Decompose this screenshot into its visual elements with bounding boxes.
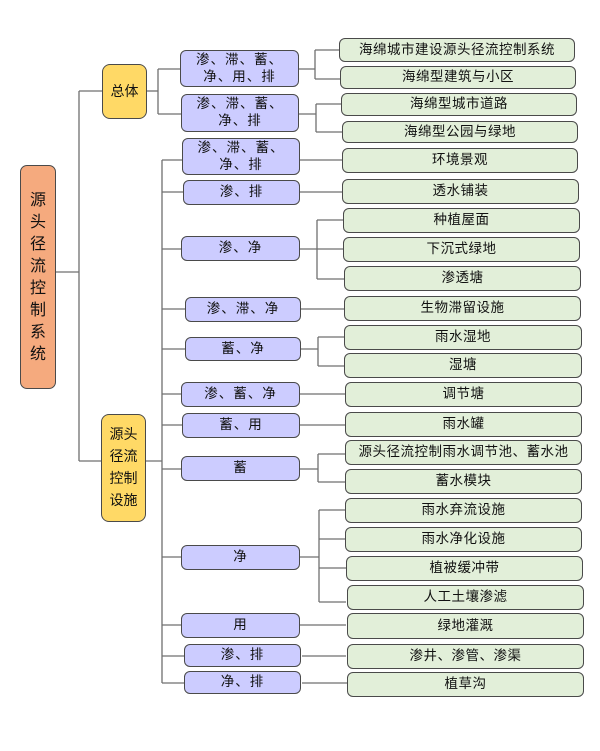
function-label: 渗、蓄、净 xyxy=(204,386,277,402)
group-overall: 总体 xyxy=(102,64,147,119)
facility-label: 雨水弃流设施 xyxy=(421,502,506,518)
facility-label: 海绵城市建设源头径流控制系统 xyxy=(359,41,555,58)
facility-node: 海绵型公园与绿地 xyxy=(342,121,578,143)
facility-node: 海绵型建筑与小区 xyxy=(340,66,576,89)
function-label: 渗、滞、蓄、净、用、排 xyxy=(196,51,283,85)
facility-label: 海绵型公园与绿地 xyxy=(404,123,516,140)
facility-node: 渗井、渗管、渗渠 xyxy=(347,644,584,669)
facility-node: 蓄水模块 xyxy=(345,469,582,494)
function-node: 渗、滞、净 xyxy=(185,297,301,322)
facility-label: 环境景观 xyxy=(432,152,488,168)
function-node: 渗、滞、蓄、净、用、排 xyxy=(180,50,299,87)
function-node: 渗、滞、蓄、净、排 xyxy=(182,138,300,175)
facility-label: 调节塘 xyxy=(442,386,485,402)
facility-node: 下沉式绿地 xyxy=(343,237,580,262)
facility-label: 种植屋面 xyxy=(433,212,490,228)
function-label: 渗、排 xyxy=(219,184,264,200)
facility-label: 植被缓冲带 xyxy=(429,560,500,576)
facility-node: 绿地灌溉 xyxy=(347,613,584,639)
function-node: 蓄、用 xyxy=(182,413,300,438)
function-node: 净、排 xyxy=(184,671,301,694)
facility-label: 透水铺装 xyxy=(432,183,489,199)
function-label: 渗、滞、净 xyxy=(206,301,280,317)
function-node: 用 xyxy=(181,613,300,638)
function-label: 净、排 xyxy=(220,674,265,690)
facility-node: 海绵城市建设源头径流控制系统 xyxy=(339,38,575,62)
function-label: 净 xyxy=(233,549,248,565)
function-node: 渗、蓄、净 xyxy=(181,382,300,407)
root-label: 源头径流控制系统 xyxy=(30,190,47,363)
facility-label: 雨水湿地 xyxy=(435,329,491,345)
function-node: 渗、净 xyxy=(181,236,300,261)
facility-label: 海绵型城市道路 xyxy=(410,96,508,112)
function-label: 用 xyxy=(233,617,248,633)
facility-node: 雨水弃流设施 xyxy=(345,498,582,523)
facility-node: 环境景观 xyxy=(342,148,578,173)
facility-label: 源头径流控制雨水调节池、蓄水池 xyxy=(358,444,569,460)
root-node: 源头径流控制系统 xyxy=(20,165,56,389)
function-label: 蓄、用 xyxy=(219,417,263,433)
function-node: 渗、滞、蓄、净、排 xyxy=(181,94,299,132)
facility-node: 生物滞留设施 xyxy=(344,296,581,321)
facility-node: 雨水罐 xyxy=(345,412,582,437)
facility-label: 湿塘 xyxy=(449,357,477,373)
facility-node: 雨水湿地 xyxy=(344,325,582,350)
function-node: 渗、排 xyxy=(183,180,300,205)
facility-node: 人工土壤渗滤 xyxy=(347,585,584,610)
function-node: 蓄 xyxy=(181,456,300,481)
facility-label: 人工土壤渗滤 xyxy=(423,589,508,605)
facility-label: 雨水净化设施 xyxy=(421,531,506,547)
group-label: 源头径流控制设施 xyxy=(109,427,138,509)
facility-node: 雨水净化设施 xyxy=(345,527,582,552)
facility-node: 湿塘 xyxy=(344,353,582,378)
facility-node: 调节塘 xyxy=(345,382,582,407)
function-label: 蓄 xyxy=(233,460,248,476)
group-label: 总体 xyxy=(110,83,139,100)
function-label: 渗、滞、蓄、净、排 xyxy=(196,96,284,129)
facility-label: 渗井、渗管、渗渠 xyxy=(409,648,522,664)
facility-node: 植草沟 xyxy=(347,672,584,697)
facility-label: 绿地灌溉 xyxy=(437,617,494,634)
group-facilities: 源头径流控制设施 xyxy=(101,414,146,522)
facility-label: 渗透塘 xyxy=(441,270,484,286)
facility-label: 植草沟 xyxy=(444,676,487,692)
facility-label: 雨水罐 xyxy=(442,416,485,432)
function-node: 净 xyxy=(181,545,300,570)
facility-node: 源头径流控制雨水调节池、蓄水池 xyxy=(345,440,582,465)
facility-label: 海绵型建筑与小区 xyxy=(402,69,514,85)
function-node: 渗、排 xyxy=(184,644,301,667)
facility-node: 植被缓冲带 xyxy=(346,556,583,581)
function-label: 渗、滞、蓄、净、排 xyxy=(197,139,285,173)
facility-node: 种植屋面 xyxy=(343,208,580,233)
function-label: 渗、净 xyxy=(218,240,263,256)
facility-label: 下沉式绿地 xyxy=(426,241,497,257)
facility-node: 渗透塘 xyxy=(344,266,581,291)
function-node: 蓄、净 xyxy=(185,337,301,361)
facility-label: 蓄水模块 xyxy=(435,473,492,489)
facility-node: 透水铺装 xyxy=(342,179,579,204)
facility-node: 海绵型城市道路 xyxy=(341,93,577,116)
function-label: 蓄、净 xyxy=(221,340,265,357)
facility-label: 生物滞留设施 xyxy=(420,300,505,316)
function-label: 渗、排 xyxy=(220,647,265,663)
